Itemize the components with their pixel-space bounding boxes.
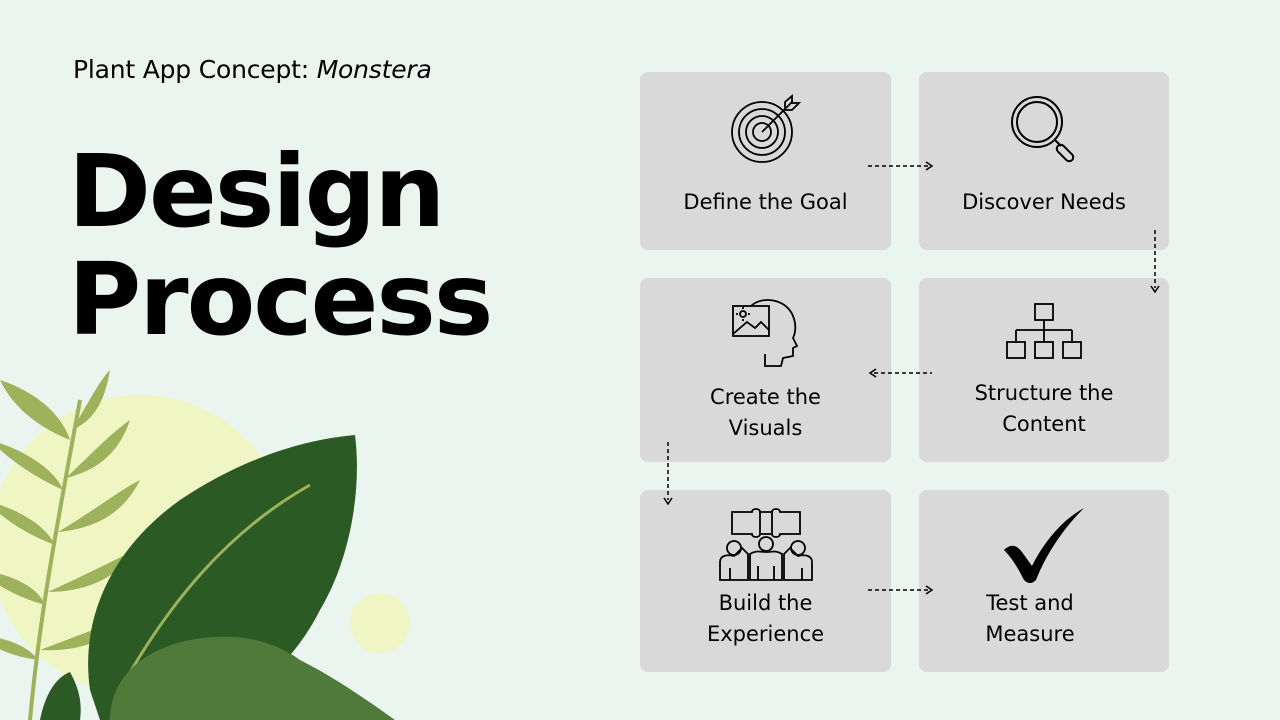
arrow-build-to-test [866, 584, 936, 596]
subtitle-italic: Monstera [317, 55, 432, 84]
step-card-define-goal[interactable]: Define the Goal [640, 72, 891, 250]
step-card-test-measure[interactable]: Test and Measure [919, 490, 1169, 672]
step-card-discover-needs[interactable]: Discover Needs [919, 72, 1169, 250]
step-label: Define the Goal [640, 187, 891, 218]
step-label: Discover Needs [919, 187, 1169, 218]
subtitle: Plant App Concept: Monstera [73, 55, 432, 84]
title-line-2: Process [68, 246, 491, 354]
arrow-structure-to-visuals [866, 367, 936, 379]
subtitle-prefix: Plant App Concept: [73, 55, 317, 84]
arrow-needs-to-structure [1149, 228, 1161, 296]
step-card-structure-content[interactable]: Structure the Content [919, 278, 1169, 462]
step-card-create-visuals[interactable]: Create the Visuals [640, 278, 891, 462]
title-line-1: Design [68, 138, 491, 246]
step-card-build-experience[interactable]: Build the Experience [640, 490, 891, 672]
step-label: Create the Visuals [640, 382, 891, 444]
arrow-goal-to-needs [866, 160, 936, 172]
team-puzzle-icon [716, 508, 816, 582]
magnifier-icon [1009, 94, 1079, 164]
arrow-visuals-to-build [662, 440, 674, 510]
checkmark-icon [1002, 506, 1086, 584]
step-label: Test and Measure [891, 588, 1169, 650]
step-label: Structure the Content [919, 378, 1169, 440]
target-icon [730, 94, 802, 164]
step-label: Build the Experience [640, 588, 891, 650]
page-title: Design Process [68, 138, 491, 354]
head-image-icon [731, 296, 801, 368]
plant-illustration [0, 360, 440, 720]
hierarchy-icon [1004, 302, 1084, 362]
small-sun-circle [350, 593, 410, 653]
